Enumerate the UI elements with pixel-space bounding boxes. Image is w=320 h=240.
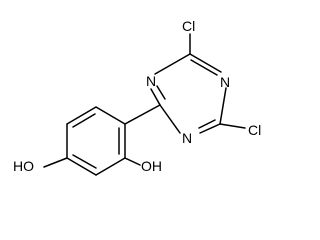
atom-n3: N — [182, 130, 192, 146]
bond-cright-cl — [219, 123, 246, 129]
bond-c2-c3-double — [72, 113, 96, 128]
atom-cl-right: Cl — [248, 122, 261, 138]
bond-n1-ctop — [154, 53, 191, 75]
bond-ring-link — [124, 104, 161, 125]
bond-c4-c5 — [66, 157, 97, 176]
atom-n2: N — [220, 74, 230, 90]
atom-oh-right: OH — [141, 158, 162, 174]
bond-ca-n1 — [150, 88, 161, 106]
atom-cl-top: Cl — [182, 18, 195, 34]
bond-c5-c6 — [95, 157, 126, 176]
bond-n3-ca — [159, 104, 181, 134]
molecule-drawing: N N N Cl Cl HO OH — [13, 18, 261, 176]
bond-cright-n3 — [199, 123, 221, 134]
structure-canvas: N N N Cl Cl HO OH — [13, 18, 262, 176]
bond-c4-c5-double — [72, 154, 97, 169]
bond-c2-c3 — [66, 106, 97, 125]
bond-ctop-n2 — [189, 53, 222, 73]
bond-cright-n3-double — [198, 119, 216, 129]
bond-ctop-n2-double — [190, 59, 218, 76]
bond-n2-cright — [219, 87, 227, 125]
atom-oh-left: HO — [13, 158, 34, 174]
bond-c4-oh — [43, 157, 68, 168]
bond-c1-c2 — [95, 106, 126, 125]
bond-ca-n1-double — [156, 85, 166, 100]
atom-n1: N — [146, 73, 156, 89]
bond-c6-oh — [124, 157, 141, 166]
